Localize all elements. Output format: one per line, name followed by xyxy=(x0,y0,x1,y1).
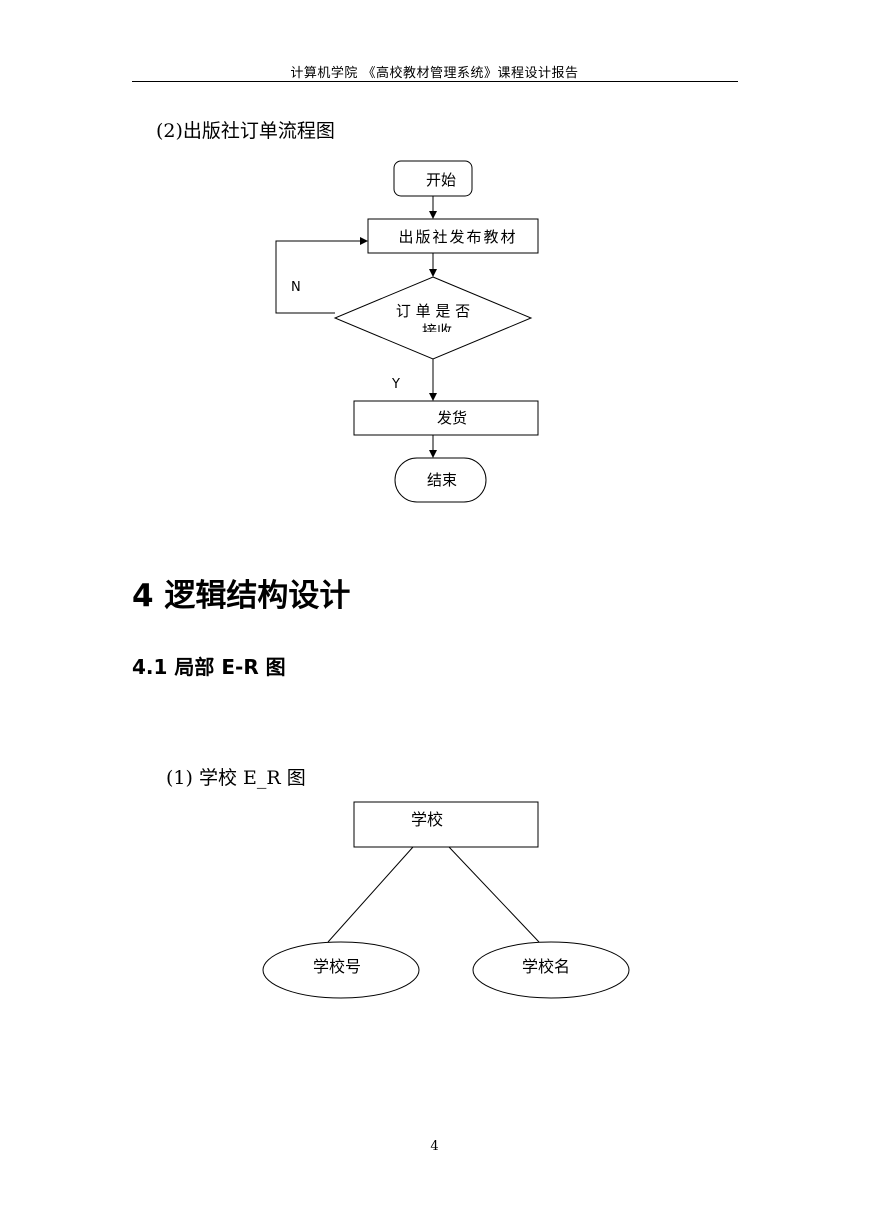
section-heading: 4 逻辑结构设计 xyxy=(132,578,351,614)
no-loop-line xyxy=(275,237,368,314)
decision-label-line2: 接收 xyxy=(422,322,452,340)
ship-label: 发货 xyxy=(437,409,467,427)
subsection-heading: 4.1 局部 E-R 图 xyxy=(132,655,286,679)
entity-school xyxy=(353,801,539,848)
flowchart: 开始 出版社发布教材 订 单 是 否 接收 N Y 发货 结束 xyxy=(275,160,539,503)
relation-line-1 xyxy=(327,846,414,943)
header-rule xyxy=(132,81,738,82)
flowchart-caption: (2)出版社订单流程图 xyxy=(156,120,335,142)
attribute-1-label: 学校号 xyxy=(313,957,361,976)
end-node xyxy=(394,457,487,503)
start-label: 开始 xyxy=(426,171,456,189)
yes-label: Y xyxy=(391,377,400,392)
relation-line-2 xyxy=(448,846,540,943)
page-number: 4 xyxy=(430,1139,439,1154)
er-caption: (1) 学校 E_R 图 xyxy=(166,767,306,789)
ship-node xyxy=(353,400,539,436)
end-label: 结束 xyxy=(427,471,457,489)
attribute-school-id xyxy=(262,941,420,999)
attribute-school-name xyxy=(472,941,630,999)
publish-label: 出版社发布教材 xyxy=(398,228,517,246)
attribute-2-label: 学校名 xyxy=(522,957,570,976)
no-label: N xyxy=(291,280,301,295)
decision-label-line1: 订 单 是 否 xyxy=(396,302,470,320)
entity-label: 学校 xyxy=(411,810,443,829)
page-header: 计算机学院 《高校教材管理系统》课程设计报告 xyxy=(290,66,579,81)
publish-node xyxy=(367,218,539,254)
er-diagram: 学校 学校号 学校名 xyxy=(262,801,630,999)
